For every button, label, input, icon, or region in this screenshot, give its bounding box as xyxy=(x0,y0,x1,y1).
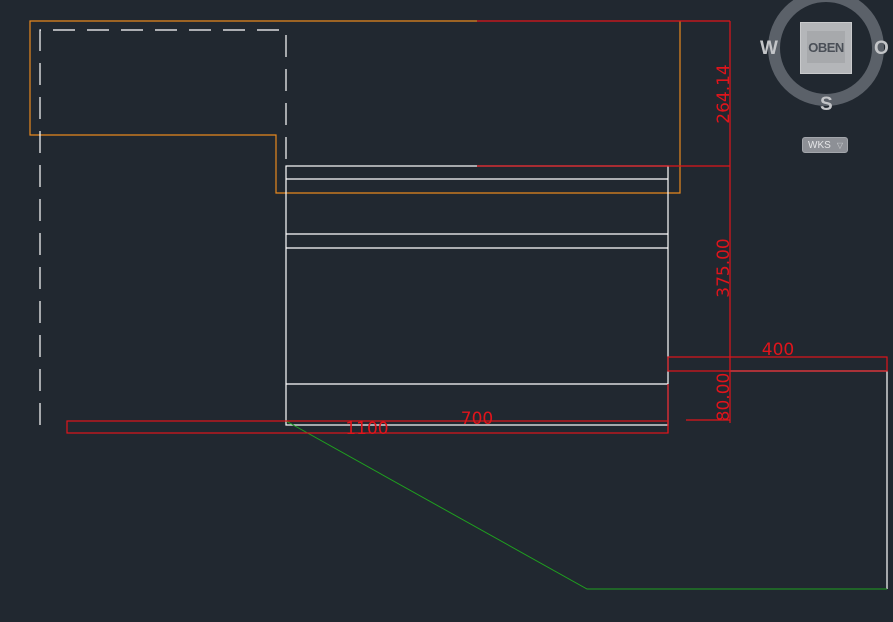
ucs-dropdown[interactable]: WKS ▽ xyxy=(802,137,848,153)
terrain-line[interactable] xyxy=(67,420,887,590)
dimension-700[interactable]: 700 xyxy=(461,409,493,429)
ucs-label: WKS xyxy=(808,140,831,151)
dimension-1100[interactable]: 1100 xyxy=(345,419,388,439)
viewcube-face-label[interactable]: OBEN xyxy=(807,31,845,63)
dashed-outline[interactable] xyxy=(39,29,287,425)
dimension-400[interactable]: 400 xyxy=(762,340,794,360)
dimension-375[interactable]: 375.00 xyxy=(714,238,734,297)
white-geometry[interactable] xyxy=(285,165,888,589)
dimension-80[interactable]: 80.00 xyxy=(714,373,734,422)
dimension-264[interactable]: 264.14 xyxy=(714,64,734,123)
compass-ring[interactable] xyxy=(768,0,884,106)
chevron-down-icon: ▽ xyxy=(836,141,843,150)
orange-outline[interactable] xyxy=(29,20,681,194)
compass-west[interactable]: W xyxy=(760,38,778,59)
compass-east[interactable]: O xyxy=(874,38,889,59)
viewcube-top-face[interactable]: OBEN xyxy=(800,22,852,74)
dimension-lines[interactable] xyxy=(66,20,888,434)
compass-south[interactable]: S xyxy=(820,94,833,115)
